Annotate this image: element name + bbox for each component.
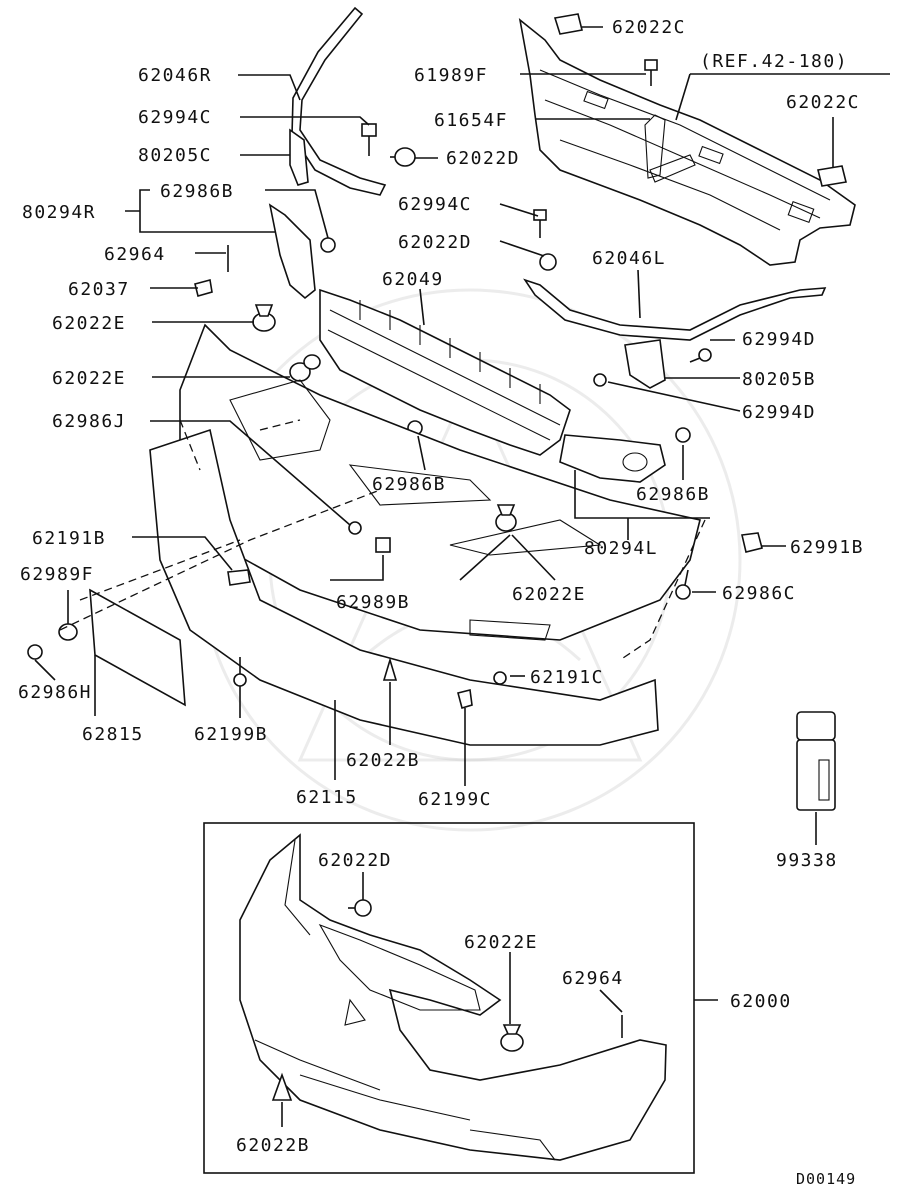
bracket-80294r-part <box>268 203 316 300</box>
label-62022d-a: 62022D <box>446 148 520 169</box>
label-62022d-b: 62022D <box>398 232 472 253</box>
label-62022e-c: 62022E <box>512 584 586 605</box>
label-62022e-a: 62022E <box>52 313 126 334</box>
label-61989f: 61989F <box>414 65 488 86</box>
label-62986h: 62986H <box>18 682 92 703</box>
clip-62022e-d-part <box>500 1024 524 1052</box>
bolt-62986c-part <box>675 569 691 600</box>
label-62022c-right: 62022C <box>786 92 860 113</box>
bracket-62046r-part <box>291 6 387 196</box>
clip-62022d-c-part <box>348 899 372 917</box>
bolt-62994d-b-part <box>593 373 607 387</box>
label-80294l: 80294L <box>584 538 658 559</box>
label-62022b-a: 62022B <box>346 750 420 771</box>
label-62986c: 62986C <box>722 583 796 604</box>
label-62022e-b: 62022E <box>52 368 126 389</box>
bolt-62994d-a-part <box>689 348 712 363</box>
label-80205c: 80205C <box>138 145 212 166</box>
collar-62989f-part <box>58 623 78 641</box>
clip-62022d-a-part <box>390 147 416 167</box>
touch-up-paint-99338-part <box>796 711 836 811</box>
label-61654f: 61654F <box>434 110 508 131</box>
leader-lines <box>34 26 890 845</box>
dashed-assembly-lines <box>59 419 706 661</box>
bracket-62046l-part <box>523 278 827 341</box>
clip-62022c-right-part <box>817 165 847 187</box>
label-62115: 62115 <box>296 787 358 808</box>
label-62191b: 62191B <box>32 528 106 549</box>
label-62199c: 62199C <box>418 789 492 810</box>
foglamp-opening <box>622 452 648 472</box>
label-62964-a: 62964 <box>104 244 166 265</box>
clip-62022c-top-part <box>553 13 583 35</box>
bolt-62986b-a-part <box>320 237 336 253</box>
screw-62199b-part <box>233 657 247 687</box>
label-62199b: 62199B <box>194 724 268 745</box>
bolt-62994c-part <box>361 123 377 156</box>
clip-62022b-b-part <box>271 1072 293 1101</box>
label-62994d-b: 62994D <box>742 402 816 423</box>
label-62989b: 62989B <box>336 592 410 613</box>
clip-62022e-c-part <box>495 504 517 532</box>
screw-62986j-part <box>348 521 362 535</box>
label-62994c-a: 62994C <box>138 107 212 128</box>
label-80205b: 80205B <box>742 369 816 390</box>
clip-62022e-a-part <box>252 304 276 332</box>
label-62046l: 62046L <box>592 248 666 269</box>
label-ref-42-180: (REF.42-180) <box>700 51 848 72</box>
bracket-80205c-part <box>289 128 309 186</box>
plate-bracket-62815-part <box>89 588 186 707</box>
label-99338: 99338 <box>776 850 838 871</box>
clip-62191c-part <box>493 671 507 685</box>
label-62022c-top: 62022C <box>612 17 686 38</box>
label-62989f: 62989F <box>20 564 94 585</box>
label-80294r: 80294R <box>22 202 96 223</box>
collar-62989b-part <box>375 537 391 553</box>
label-62000: 62000 <box>730 991 792 1012</box>
bumper-cover-62115-part <box>149 323 701 746</box>
label-62994c-b: 62994C <box>398 194 472 215</box>
label-62986b-a: 62986B <box>160 181 234 202</box>
part-labels: 62022C 62046R 61989F (REF.42-180) 62994C… <box>18 17 864 1187</box>
clip-62022e-b-part <box>289 354 321 382</box>
label-62046r: 62046R <box>138 65 212 86</box>
diagram-code: D00149 <box>796 1170 856 1187</box>
bolt-61989f-part <box>644 59 658 86</box>
assembly-inset-frame <box>203 822 695 1174</box>
label-62986b-b: 62986B <box>372 474 446 495</box>
label-62022d-c: 62022D <box>318 850 392 871</box>
bumper-reinforcement <box>518 18 856 266</box>
label-62964-b: 62964 <box>562 968 624 989</box>
clip-62037-part <box>194 279 213 297</box>
inset-leader-lines <box>281 872 718 1127</box>
clip-62199c-part <box>457 689 473 710</box>
bracket-80205b-part <box>624 339 666 389</box>
clip-62022b-a-part <box>382 657 398 681</box>
label-62994d-a: 62994D <box>742 329 816 350</box>
bolt-62986b-c-part <box>675 427 691 443</box>
label-62991b: 62991B <box>790 537 864 558</box>
label-62986b-c: 62986B <box>636 484 710 505</box>
nut-62991b-part <box>741 532 763 553</box>
label-62022b-b: 62022B <box>236 1135 310 1156</box>
grille-62049-part <box>319 288 571 456</box>
clip-62022d-b-part <box>539 253 557 271</box>
label-62049: 62049 <box>382 269 444 290</box>
label-62986j: 62986J <box>52 411 126 432</box>
clip-62191b-part <box>227 569 251 586</box>
bumper-assembly-62000-part <box>239 833 667 1161</box>
label-62191c: 62191C <box>530 667 604 688</box>
label-62037: 62037 <box>68 279 130 300</box>
bolt-62986h-part <box>27 644 43 660</box>
bolt-62994c-b-part <box>533 209 547 238</box>
label-62022e-d: 62022E <box>464 932 538 953</box>
label-62815: 62815 <box>82 724 144 745</box>
